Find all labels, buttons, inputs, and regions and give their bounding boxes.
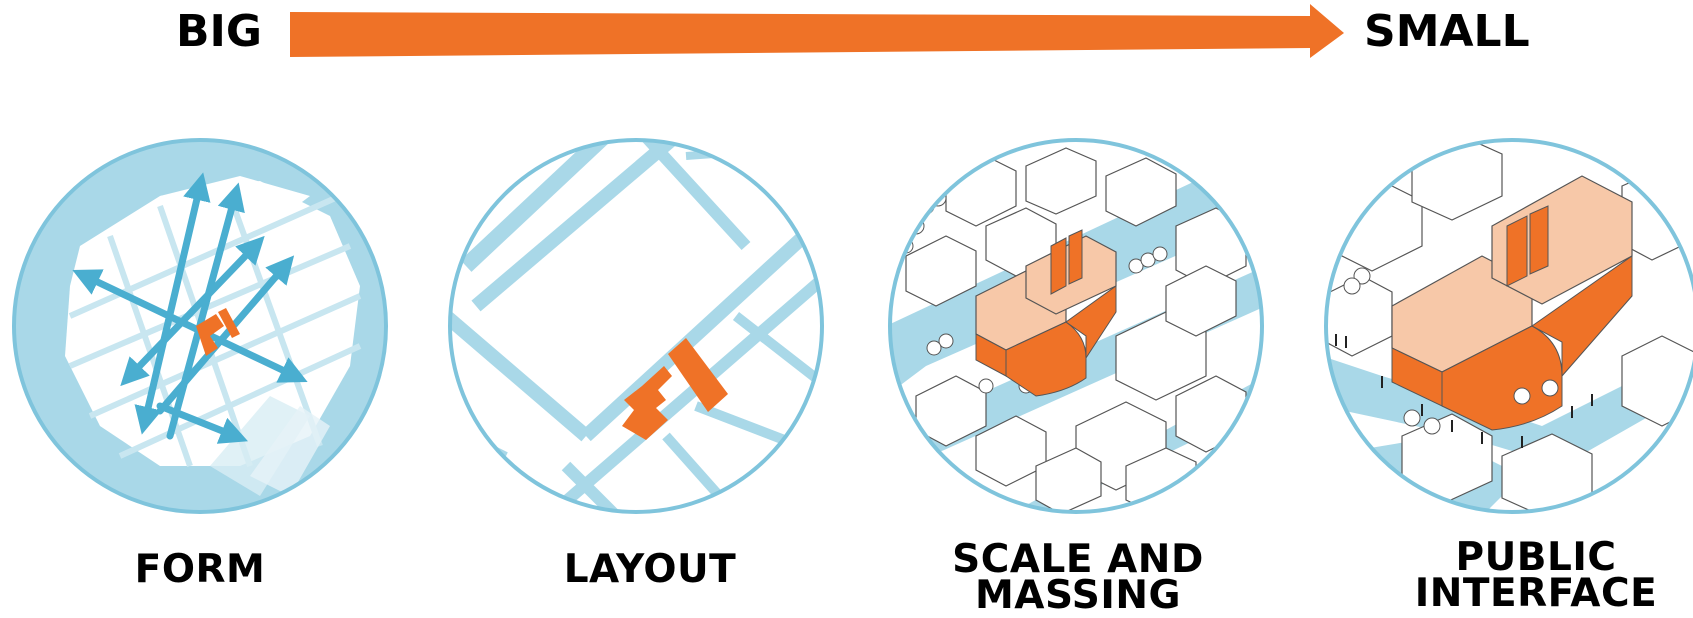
scale-arrow xyxy=(290,4,1344,58)
caption-form-line: FORM xyxy=(134,547,266,592)
interface-site-building xyxy=(1391,175,1633,431)
caption-public-interface: PUBLIC INTERFACE xyxy=(1336,535,1693,616)
form-site-building xyxy=(196,308,240,356)
form-axis-arrows xyxy=(72,172,308,444)
interface-diagram xyxy=(1324,138,1693,514)
caption-form: FORM xyxy=(0,547,400,592)
interface-circle-ring xyxy=(1324,138,1693,514)
caption-scale-line-2: MASSING xyxy=(974,573,1182,618)
interface-people xyxy=(1335,334,1593,448)
caption-public-line-2: INTERFACE xyxy=(1414,571,1658,616)
layout-site-building xyxy=(622,338,728,440)
caption-public-line-1: PUBLIC xyxy=(1455,535,1617,580)
massing-diagram xyxy=(888,138,1264,514)
massing-city-model xyxy=(890,147,1262,512)
caption-scale-and-massing: SCALE AND MASSING xyxy=(878,537,1278,618)
massing-site-building xyxy=(975,229,1117,397)
big-label: BIG xyxy=(176,6,263,57)
layout-circle-ring xyxy=(448,138,824,514)
small-label: SMALL xyxy=(1364,6,1530,57)
caption-layout-line: LAYOUT xyxy=(563,547,737,592)
layout-diagram xyxy=(448,138,824,514)
caption-scale-line-1: SCALE AND xyxy=(952,537,1204,582)
form-diagram xyxy=(12,138,388,514)
caption-layout: LAYOUT xyxy=(450,547,850,592)
massing-circle-ring xyxy=(888,138,1264,514)
form-circle-ring xyxy=(12,138,388,514)
